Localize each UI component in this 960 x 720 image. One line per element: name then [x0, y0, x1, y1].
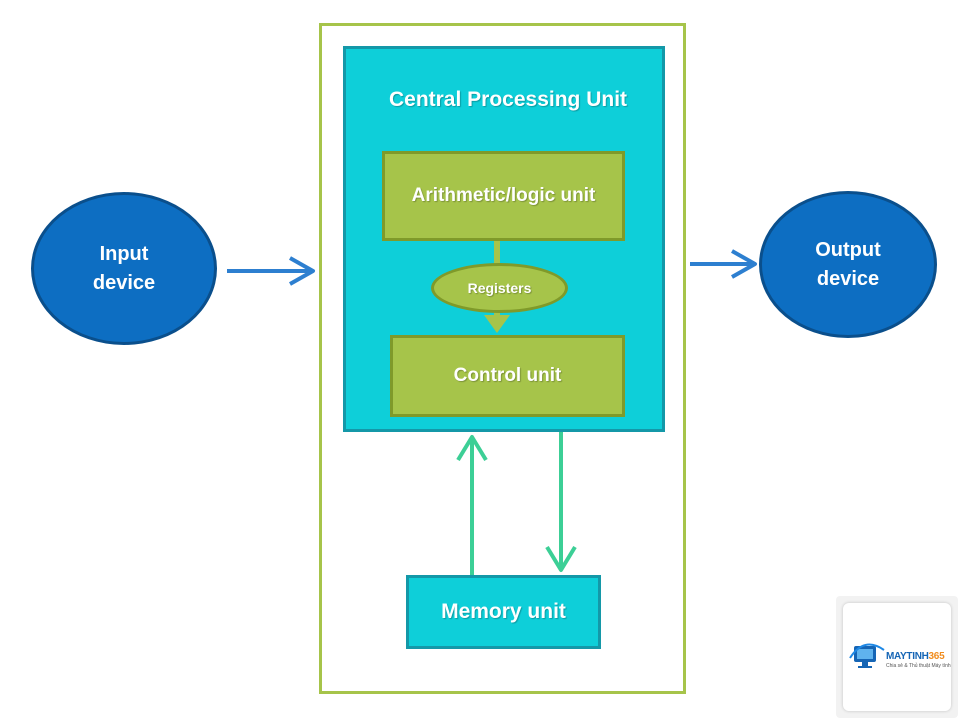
registers-ellipse: Registers — [431, 263, 568, 313]
memory-unit-box: Memory unit — [406, 575, 601, 649]
watermark-tagline: Chia sẻ & Thủ thuật Máy tính — [886, 663, 951, 669]
alu-label: Arithmetic/logic unit — [411, 185, 596, 206]
watermark-brand: MAYTINH365 — [886, 651, 945, 662]
watermark-brand-prefix: MAYTINH — [886, 651, 929, 662]
input-device-ellipse: Input device — [31, 192, 217, 345]
output-arrow-head — [731, 249, 757, 279]
output-device-line1: Output — [815, 238, 881, 261]
output-device-ellipse: Output device — [759, 191, 937, 338]
control-unit-box: Control unit — [390, 335, 625, 417]
monitor-logo-icon — [849, 643, 885, 668]
input-arrow-head — [289, 256, 315, 286]
registers-label: Registers — [467, 280, 532, 296]
watermark-brand-number: 365 — [928, 651, 945, 662]
memory-to-cpu-head — [456, 435, 488, 462]
alu-box: Arithmetic/logic unit — [382, 151, 625, 241]
memory-unit-label: Memory unit — [441, 600, 566, 623]
alu-control-arrowhead — [484, 315, 510, 333]
cpu-to-memory-head — [545, 545, 577, 572]
cpu-title: Central Processing Unit — [388, 88, 628, 111]
input-device-line2: device — [92, 271, 156, 294]
control-unit-label: Control unit — [453, 365, 562, 386]
output-device-line2: device — [816, 267, 880, 290]
input-device-line1: Input — [99, 242, 149, 265]
